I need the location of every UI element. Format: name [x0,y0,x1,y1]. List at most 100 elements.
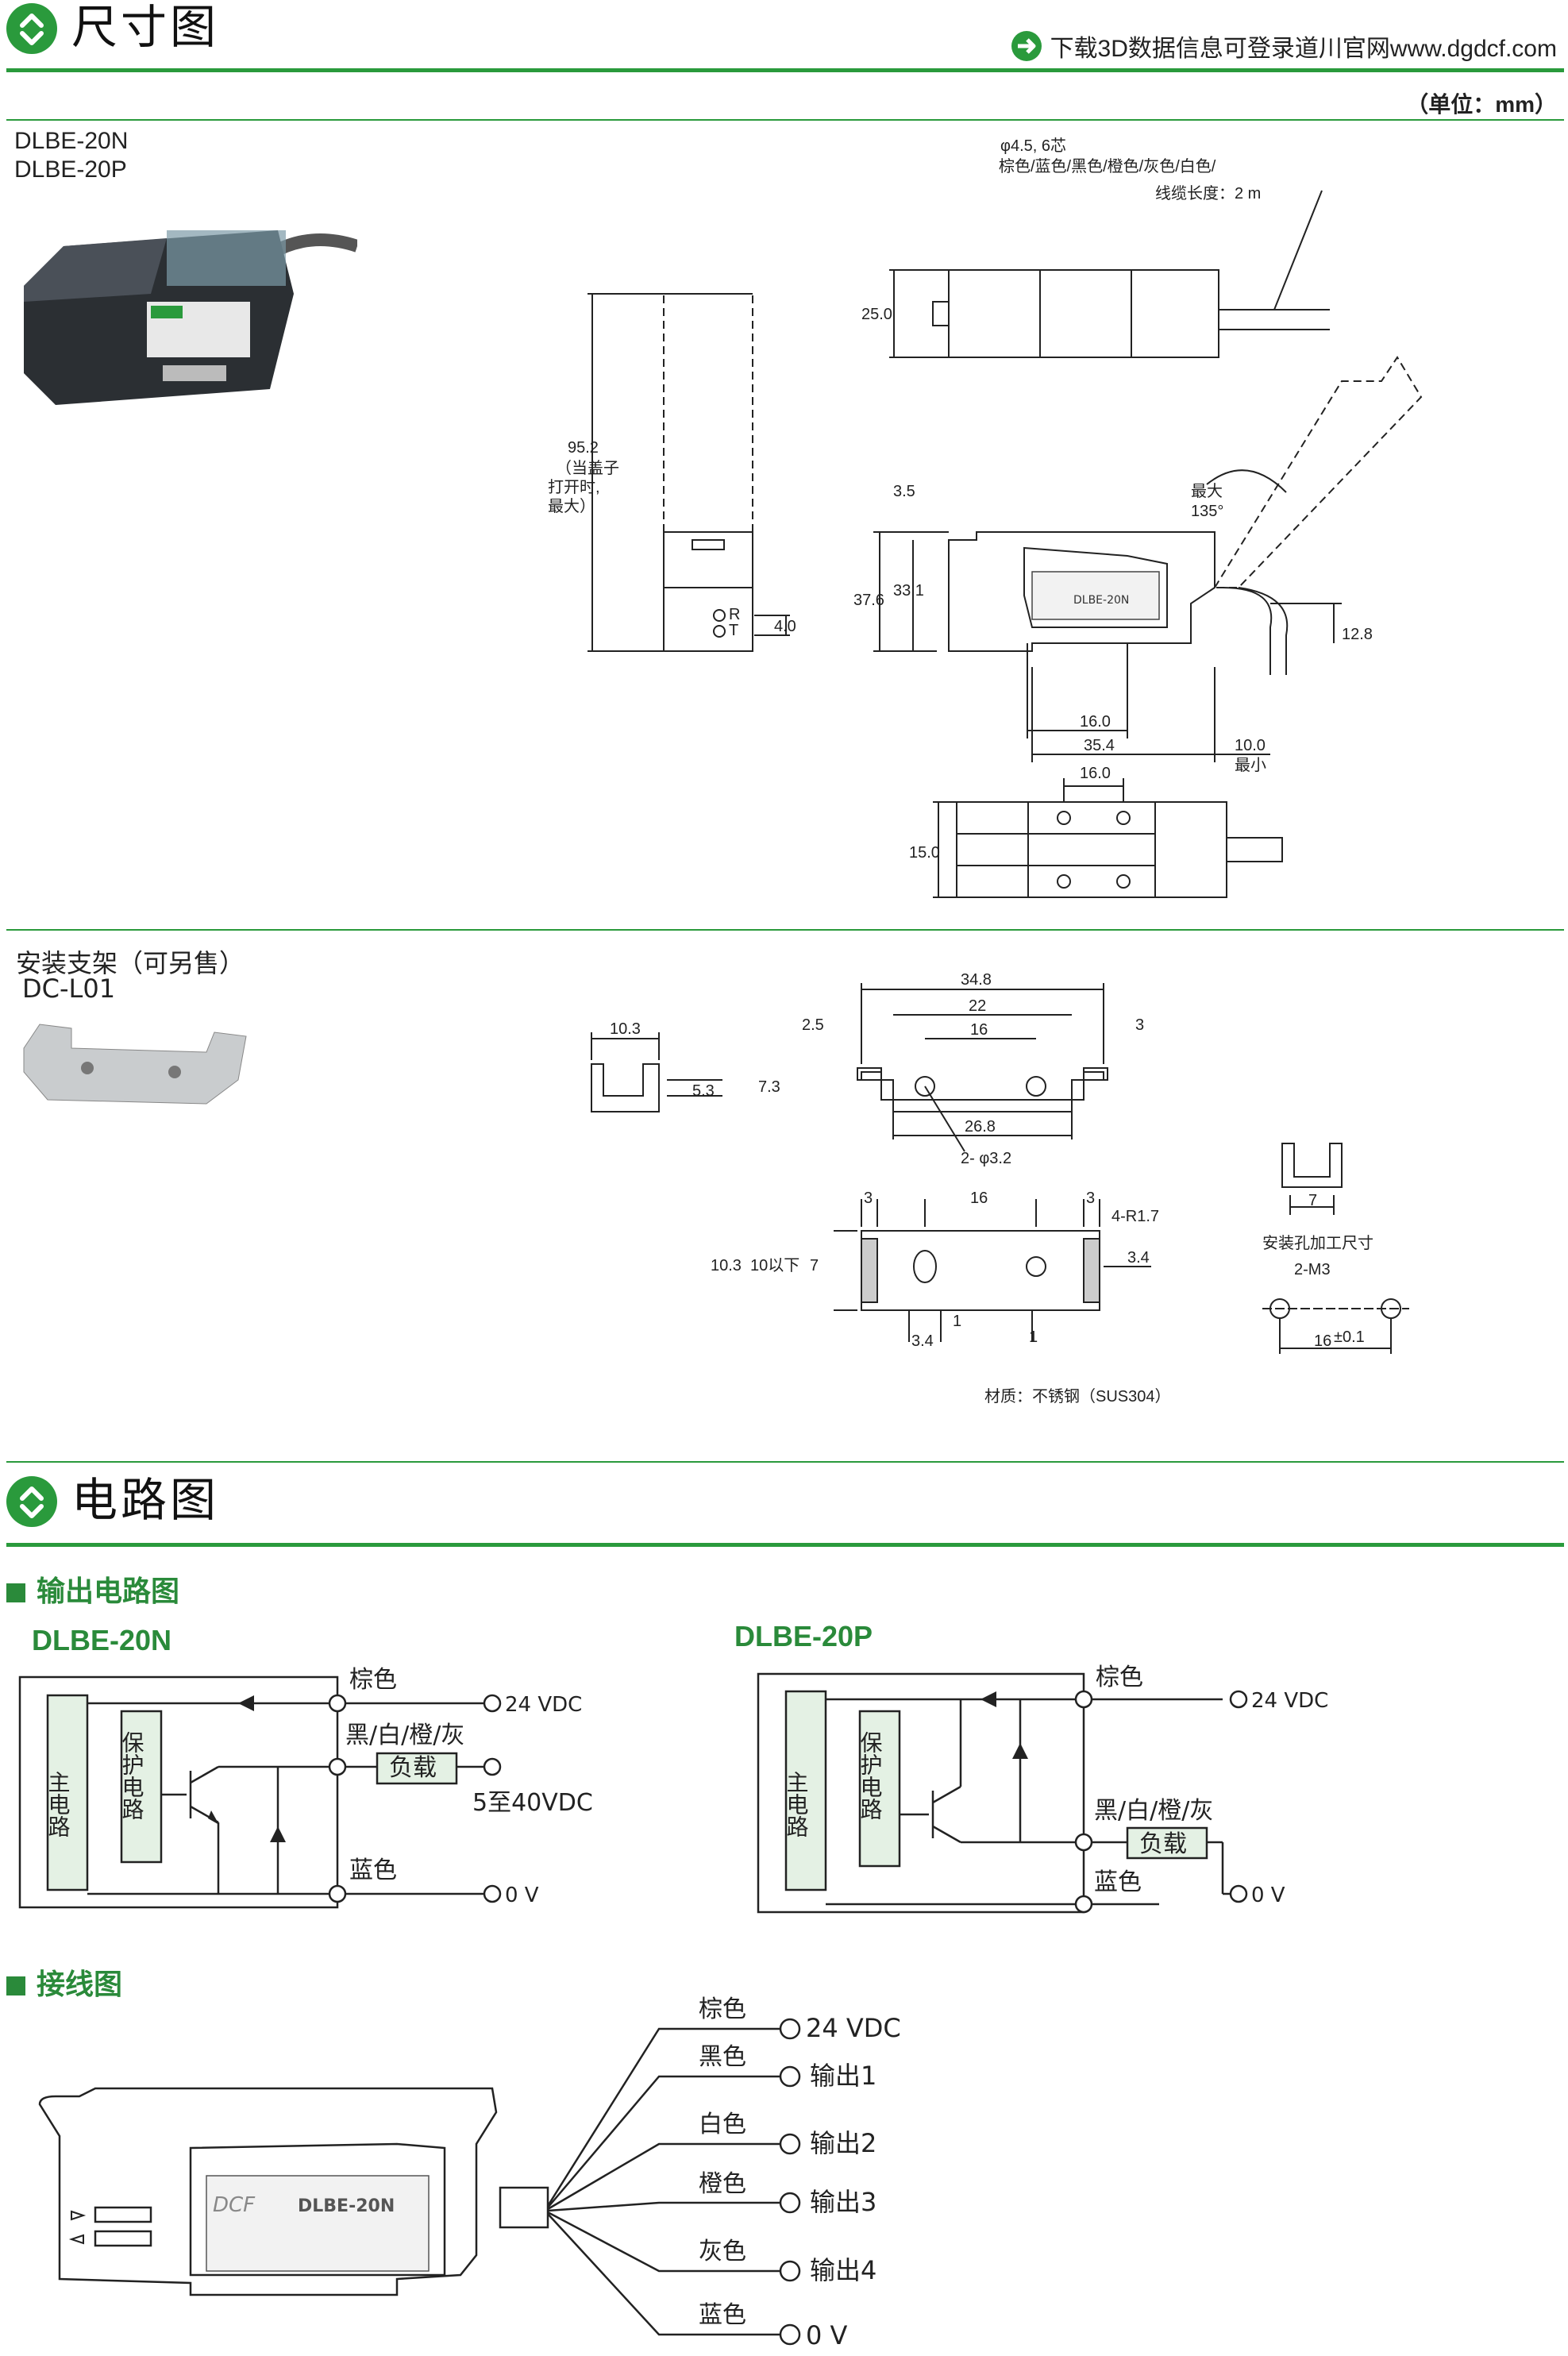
br-top-a: 3 [864,1190,873,1207]
pnp-v3: 0 V [1251,1884,1285,1907]
br-mount-title: 安装孔加工尺寸 [1262,1234,1373,1252]
wire-label: 输出4 [810,2255,876,2285]
wire-label: 输出3 [810,2187,876,2217]
dim-front-7: 10.0 [1235,737,1266,754]
br-front-hole: 16 [970,1021,988,1039]
br-mount-pitch: 16 [1314,1332,1331,1350]
section-icon [6,3,57,54]
dim-angle: 最大 [1191,482,1223,500]
dim-height-note-3: 最大） [548,497,595,515]
pnp-circuit: 主电路 保护电路 棕色 黑/白/橙/灰 负载 蓝色 24 VDC 0 V [757,1664,1328,1914]
page-title: 尺寸图 [71,0,220,54]
label-text: DLBE-20N [1073,594,1129,607]
model-list: DLBE-20N DLBE-20P [14,127,128,184]
br-top-s2: 1 [1029,1328,1038,1346]
pnp-out: 黑/白/橙/灰 [1094,1797,1213,1825]
dim-front-1: 3.5 [893,483,915,500]
wire-label: 0 V [806,2320,848,2350]
dim-front-7-note: 最小 [1235,756,1266,774]
device-label: DLBE-20N [298,2196,395,2216]
br-top-w: 3.4 [1127,1249,1150,1267]
pnp-brown: 棕色 [1096,1664,1143,1691]
br-top-r: 4-R1.7 [1111,1208,1159,1225]
download-note-text: 下载3D数据信息可登录道川官网www.dgdcf.com [1050,36,1557,62]
circuit-title: 电路图 [71,1473,220,1527]
download-note: 下载3D数据信息可登录道川官网www.dgdcf.com [1011,29,1557,64]
br-front-h: 7.3 [758,1078,780,1096]
dim-bottom-2: 15.0 [909,844,940,862]
dimensions-header: 尺寸图 下载3D数据信息可登录道川官网www.dgdcf.com [0,0,1568,71]
npn-v1: 24 VDC [505,1693,582,1717]
output-title: 输出电路图 [6,1568,179,1610]
br-front-holes: 2- φ3.2 [961,1150,1011,1167]
circuit-header: 电路图 [0,1473,1568,1537]
material: 材质：不锈钢（SUS304） [984,1387,1171,1406]
bracket-model: DC-L01 [22,974,116,1004]
pnp-main: 主电路 [784,1771,810,1837]
br-top-h1: 10.3 [711,1257,742,1274]
wire-color: 白色 [699,2111,746,2138]
wire-color: 橙色 [699,2170,746,2198]
wiring-title: 接线图 [6,1961,122,2003]
dim-height: 95.2 [568,439,599,457]
pnp-blue: 蓝色 [1094,1868,1142,1896]
npn-main: 主电路 [45,1771,71,1837]
wire-label: 输出2 [810,2128,876,2158]
br-top-bot: 3.4 [911,1332,934,1350]
pnp-model: DLBE-20P [734,1620,873,1652]
br-front-inner: 22 [969,997,986,1015]
dim-t: T [729,622,738,639]
npn-model: DLBE-20N [32,1624,172,1656]
npn-brown: 棕色 [349,1666,397,1694]
model-name: DLBE-20N [14,128,129,154]
bracket-photo [23,1024,247,1105]
wire-label: 24 VDC [806,2013,901,2043]
npn-blue: 蓝色 [349,1857,397,1884]
br-top-s1: 1 [953,1313,961,1330]
divider [6,929,1564,931]
dim-height-note-2: 打开时, [548,478,600,496]
header-rule [6,68,1564,72]
dim-front-6: 35.4 [1084,737,1115,754]
br-top-h2: 10以下 [750,1257,799,1274]
br-mount-w: 7 [1308,1192,1317,1209]
br-top-h3: 7 [810,1257,819,1274]
wiring-diagram: DCF DLBE-20N 棕色 24 VDC 黑色 输出1 白色 输出2 橙色 … [38,1995,901,2350]
wire-color: 黑色 [699,2043,746,2071]
dim-angle-val: 135° [1191,503,1223,520]
bracket-title: 安装支架（可另售） [16,948,245,978]
dim-front-3: 33.1 [893,582,924,600]
dim-top-h: 25.0 [861,306,892,323]
br-side-b: 5.3 [692,1082,715,1100]
arrow-right-icon [1011,31,1042,61]
divider [6,1461,1564,1463]
npn-protect: 保护电路 [119,1731,145,1820]
header-rule [6,1543,1564,1547]
npn-circuit: 主电路 保护电路 棕色 黑/白/橙/灰 负载 蓝色 24 VDC 5至40VDC… [18,1666,593,1909]
wire-label: 输出1 [810,2061,876,2091]
br-mount-thread: 2-M3 [1294,1261,1331,1278]
br-front-left: 2.5 [802,1016,824,1034]
wire-color: 蓝色 [699,2301,746,2329]
cable-note-3: 线缆长度：2 m [1155,184,1261,202]
dim-front-2: 37.6 [853,592,884,609]
wire-color: 灰色 [699,2238,746,2265]
br-top-c: 3 [1086,1190,1095,1207]
bracket-drawings: 10.3 5.3 34.8 22 16 2.5 3 7.3 26.8 2- φ3… [591,971,1409,1406]
npn-v2: 5至40VDC [472,1789,593,1817]
br-front-base: 26.8 [965,1118,996,1136]
dim-height-note-1: （当盖子 [556,459,619,477]
br-mount-tol: ±0.1 [1334,1328,1365,1346]
dim-bottom-1: 16.0 [1080,765,1111,782]
unit-label: （单位：mm） [1406,92,1557,117]
wire-color: 棕色 [699,1995,746,2023]
cable-note-1: φ4.5, 6芯 [1000,137,1066,155]
model-name: DLBE-20P [14,156,127,183]
cable-note-2: 棕色/蓝色/黑色/橙色/灰色/白色/ [999,157,1216,175]
br-top-b: 16 [970,1190,988,1207]
npn-out: 黑/白/橙/灰 [345,1722,464,1749]
pnp-load: 负载 [1139,1830,1187,1858]
product-photo [24,230,357,405]
dim-front-5: 16.0 [1080,713,1111,731]
dim-gap: 4.0 [774,618,796,635]
